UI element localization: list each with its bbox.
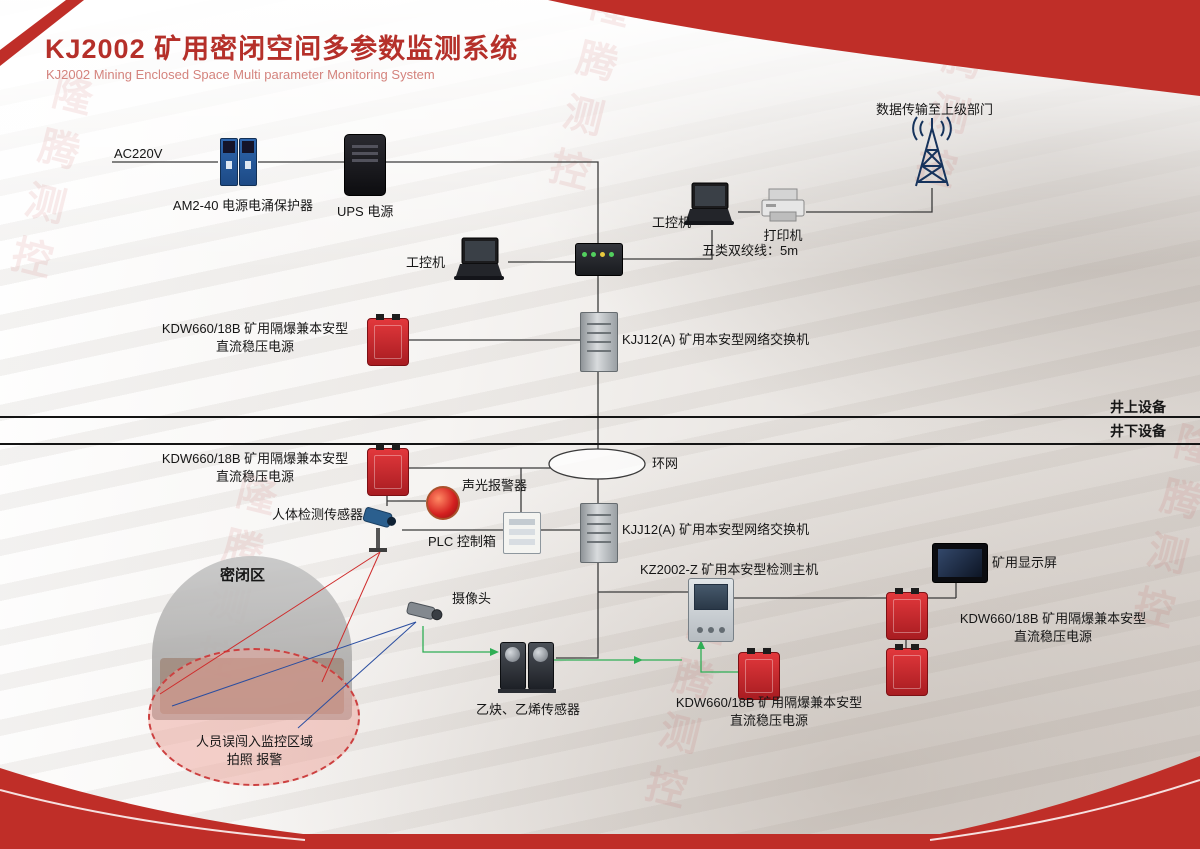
cable-note-label: 五类双绞线：5m	[702, 243, 799, 258]
host-screen	[694, 584, 728, 610]
label-line: KDW660/18B 矿用隔爆兼本安型	[161, 451, 349, 466]
human-sensor-label: 人体检测传感器	[272, 507, 364, 522]
gas-sensor-device	[526, 642, 556, 693]
kdw-power-supply-1	[367, 314, 409, 366]
ring-network-label: 环网	[652, 456, 679, 471]
ups-label: UPS 电源	[337, 204, 394, 219]
page-subtitle: KJ2002 Mining Enclosed Space Multi param…	[46, 67, 435, 82]
ipc-label: 工控机	[652, 215, 692, 230]
label-line: 直流稳压电源	[729, 712, 808, 728]
audible-visual-alarm-device	[426, 486, 460, 520]
display-label: 矿用显示屏	[992, 555, 1058, 570]
kdw-power-label: KDW660/18B 矿用隔爆兼本安型 直流稳压电源	[153, 320, 357, 355]
kdw-power-label: KDW660/18B 矿用隔爆兼本安型 直流稳压电源	[938, 610, 1168, 645]
ac220v-label: AC220V	[114, 146, 163, 161]
kjj-network-switch-1	[580, 312, 618, 372]
label-line: KDW660/18B 矿用隔爆兼本安型	[959, 611, 1147, 626]
printer-icon	[761, 188, 805, 222]
ipc-label: 工控机	[406, 255, 446, 270]
plc-label: PLC 控制箱	[428, 534, 496, 549]
label-line: 直流稳压电源	[215, 468, 294, 484]
label-line: KDW660/18B 矿用隔爆兼本安型	[675, 695, 863, 710]
kjj-switch-label: KJJ12(A) 矿用本安型网络交换机	[622, 332, 810, 347]
media-converter-device	[575, 243, 623, 276]
kz-host-label: KZ2002-Z 矿用本安型检测主机	[640, 562, 819, 577]
underground-zone-label: 井下设备	[1110, 423, 1166, 439]
kdw-power-supply-2	[367, 444, 409, 496]
kjj-switch-label: KJJ12(A) 矿用本安型网络交换机	[622, 522, 810, 537]
kdw-power-label: KDW660/18B 矿用隔爆兼本安型 直流稳压电源	[664, 694, 874, 729]
surface-zone-label: 井上设备	[1110, 399, 1166, 415]
kdw-power-supply-5	[738, 648, 780, 700]
human-detect-sensor-icon	[362, 507, 397, 552]
uplink-label: 数据传输至上级部门	[876, 102, 994, 117]
kz-detection-host-device	[688, 578, 734, 642]
alarm-label: 声光报警器	[462, 478, 528, 493]
enclosed-area-label: 密闭区	[220, 567, 266, 584]
label-line: KDW660/18B 矿用隔爆兼本安型	[161, 321, 349, 336]
plc-control-box-device	[503, 512, 541, 554]
radio-tower-icon	[912, 116, 952, 187]
intrusion-label: 人员误闯入监控区域 拍照 报警	[182, 733, 327, 768]
camera-icon	[406, 601, 443, 621]
industrial-pc-icon	[454, 237, 504, 280]
surge-protector-label: AM2-40 电源电涌保护器	[172, 198, 314, 213]
mine-display-device	[932, 543, 988, 583]
surge-module	[239, 138, 257, 186]
gas-sensor-device	[498, 642, 528, 693]
industrial-pc-icon	[684, 182, 734, 225]
label-line: 拍照 报警	[226, 751, 283, 767]
kjj-network-switch-2	[580, 503, 618, 563]
surge-protector-device	[218, 136, 258, 186]
kdw-power-supply-3	[886, 588, 928, 640]
page-title: KJ2002 矿用密闭空间多参数监测系统	[45, 34, 519, 64]
kdw-power-supply-4	[886, 644, 928, 696]
camera-label: 摄像头	[452, 591, 492, 606]
surge-module	[220, 138, 238, 186]
gas-sensor-label: 乙炔、乙烯传感器	[475, 702, 580, 717]
printer-label: 打印机	[763, 228, 803, 243]
label-line: 直流稳压电源	[1013, 628, 1092, 644]
label-line: 直流稳压电源	[215, 338, 294, 354]
kdw-power-label: KDW660/18B 矿用隔爆兼本安型 直流稳压电源	[153, 450, 357, 485]
ups-device	[344, 134, 386, 196]
label-line: 人员误闯入监控区域	[195, 734, 313, 749]
